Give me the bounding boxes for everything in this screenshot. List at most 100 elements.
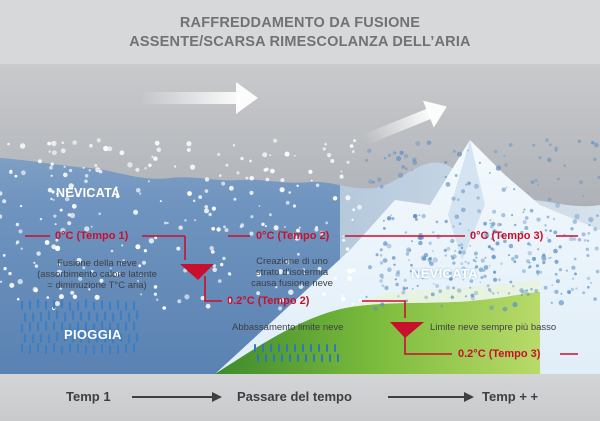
snowflake: [245, 176, 249, 180]
snowflake: [534, 289, 539, 293]
snowflake: [59, 208, 63, 212]
snowflake: [539, 270, 543, 274]
snowflake: [352, 208, 356, 212]
snowflake: [480, 276, 484, 279]
snowflake: [522, 220, 527, 225]
snowflake: [490, 247, 494, 251]
snowflake: [95, 167, 101, 173]
snowflake: [509, 280, 513, 284]
snowflake: [542, 261, 546, 265]
snowflake: [308, 169, 313, 174]
snowflake: [162, 306, 166, 310]
snowflake: [133, 209, 139, 215]
snowflake: [68, 183, 74, 189]
snowflake: [583, 239, 587, 242]
snowflake: [472, 258, 476, 262]
snowflake: [403, 154, 409, 159]
snowflake: [438, 289, 443, 294]
snowflake: [491, 233, 494, 236]
snowflake: [383, 241, 388, 246]
snowflake: [588, 224, 591, 227]
snowflake: [547, 238, 552, 243]
snowflake: [505, 186, 508, 189]
snowflake: [560, 292, 563, 295]
snowflake: [593, 297, 597, 301]
snowflake: [34, 264, 39, 268]
snowflake: [432, 231, 435, 234]
snowflake: [574, 272, 577, 276]
melt-marker-1: [180, 264, 214, 280]
snowflake: [122, 259, 125, 262]
snowflake: [153, 285, 158, 289]
snowflake: [65, 196, 70, 202]
snowflake: [571, 277, 575, 280]
snowflake: [39, 217, 43, 221]
snowflake: [192, 199, 196, 203]
snowflake: [190, 164, 196, 170]
melt-marker-2: [390, 322, 424, 338]
snowflake: [144, 167, 147, 170]
isotherm-label-t3: 0°C (Tempo 3): [470, 230, 544, 242]
snowflake: [298, 284, 304, 289]
snowflake: [322, 292, 326, 296]
snowflake: [220, 262, 224, 267]
snowflake: [458, 222, 462, 226]
snowflake: [465, 183, 468, 186]
snowflake: [565, 269, 568, 272]
snowflake: [57, 263, 61, 266]
snowflake: [526, 259, 530, 264]
snowflake: [7, 142, 10, 146]
snowflake: [21, 170, 26, 176]
snowflake: [44, 240, 50, 245]
snowflake: [0, 214, 3, 219]
snowflake: [504, 163, 508, 167]
snowflake: [555, 279, 560, 284]
snowflake: [526, 292, 530, 296]
snowflake: [332, 196, 338, 201]
snowflake: [490, 237, 494, 241]
snowflake: [554, 259, 559, 264]
snowflake: [50, 162, 54, 166]
snowflake: [273, 138, 278, 143]
snowflake: [451, 256, 455, 260]
snowflake: [114, 271, 119, 277]
snowflake: [3, 266, 7, 271]
snowflake: [87, 194, 90, 197]
snowflake: [474, 260, 477, 263]
snowflake: [591, 141, 595, 145]
snowflake: [412, 157, 417, 162]
snowflake: [88, 288, 91, 291]
snowflake: [534, 178, 538, 183]
snowflake: [454, 249, 457, 253]
melt-line-2: (assorbimento calore latente: [37, 269, 157, 280]
snowflake: [473, 251, 478, 256]
snowflake: [139, 192, 142, 195]
snowflake: [554, 289, 559, 294]
snowflake: [549, 256, 552, 259]
snowflake: [444, 254, 447, 257]
timeline-middle: Passare del tempo: [237, 389, 352, 404]
snowflake: [0, 191, 3, 196]
snowflake: [15, 242, 18, 245]
snowflake: [212, 267, 217, 273]
snowflake: [63, 165, 66, 168]
snowflakes: [0, 138, 600, 312]
snowflake: [588, 217, 594, 223]
snowflake: [72, 194, 75, 197]
snowflake: [446, 246, 451, 251]
snowflake: [377, 177, 382, 182]
snowflake: [547, 197, 552, 202]
snowflake: [347, 268, 353, 274]
snowflake: [521, 291, 524, 294]
mountain-shade: [448, 140, 485, 260]
snowflake: [493, 270, 497, 274]
timeline-start: Temp 1: [66, 389, 111, 404]
snowflake: [452, 225, 455, 228]
snowflake: [135, 188, 141, 193]
snowflake: [405, 252, 410, 256]
snowflake: [285, 259, 291, 265]
snowflake: [63, 172, 68, 178]
snowflake: [368, 179, 373, 184]
isotherm-label-t2: 0°C (Tempo 2): [256, 230, 330, 242]
snowflake: [187, 191, 192, 196]
